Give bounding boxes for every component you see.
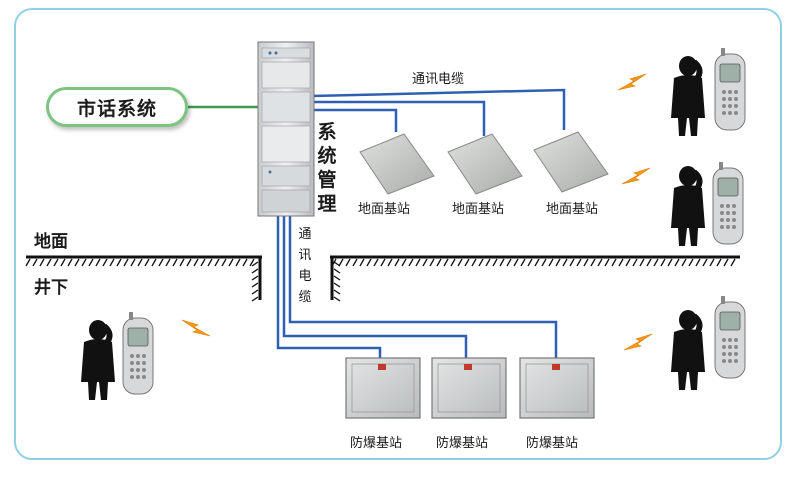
person-with-phone-icon [671,161,744,246]
city-phone-system-box: 市话系统 [46,87,188,127]
surface-station-label-3: 地面基站 [546,202,599,217]
ground-line [25,255,740,302]
surface-station-1 [359,133,435,195]
wireless-signal-icon [621,167,651,185]
surface-station-label-1: 地面基站 [358,202,411,217]
explosion-proof-label-3: 防爆基站 [526,436,579,451]
underground-cables [276,212,558,358]
surface-level-label: 地面 [34,232,68,252]
city-phone-system-label: 市话系统 [76,97,157,120]
wireless-signal-icon [617,73,647,91]
underground-level-label: 井下 [34,278,68,298]
person-with-phone-icon [671,295,746,390]
explosion-proof-station-2 [431,357,507,419]
explosion-proof-station-3 [519,357,595,419]
server-label-text: 系统管理 [317,121,337,215]
server-label: 系统管理 [316,120,338,216]
surface-station-2 [447,133,523,195]
person-with-phone-icon [81,311,154,400]
surface-cables [311,88,566,136]
wireless-signal-icon [623,333,653,351]
explosion-proof-label-2: 防爆基站 [436,436,489,451]
surface-station-3 [533,131,609,193]
vertical-cable-label-text: 通讯电缆 [298,227,312,305]
explosion-proof-station-1 [345,357,421,419]
top-cable-label: 通讯电缆 [412,72,465,87]
explosion-proof-label-1: 防爆基站 [350,436,403,451]
wireless-signal-icon [181,319,211,337]
surface-station-label-2: 地面基站 [452,202,505,217]
person-with-phone-icon [671,47,746,136]
server-rack-icon [257,41,315,217]
diagram-frame [14,8,782,460]
vertical-cable-label: 通讯电缆 [297,224,313,308]
